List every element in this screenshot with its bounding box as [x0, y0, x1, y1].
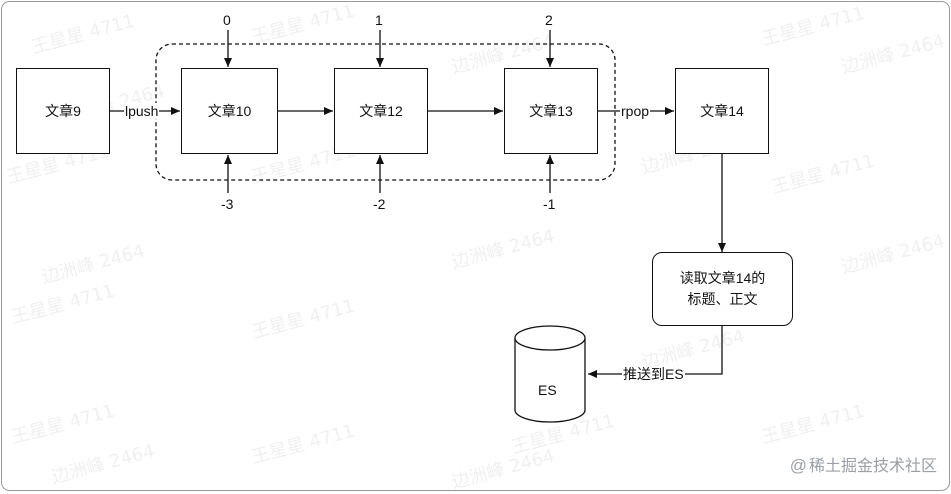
- brand-text: 稀土掘金技术社区: [808, 458, 937, 475]
- edge-label-push-es: 推送到ES: [622, 366, 685, 382]
- node-article-13: 文章13: [504, 68, 598, 154]
- edge-label-rpop: rpop: [620, 103, 651, 119]
- index-top-2: 2: [545, 12, 553, 28]
- node-read-process: 读取文章14的 标题、正文: [652, 252, 793, 326]
- list-boundary: [155, 43, 616, 181]
- index-top-1: 1: [375, 12, 383, 28]
- node-article-9: 文章9: [16, 68, 110, 154]
- edge-label-lpush: lpush: [124, 103, 160, 119]
- index-bottom-neg1: -1: [543, 196, 556, 212]
- node-article-12: 文章12: [334, 68, 428, 154]
- index-bottom-neg2: -2: [373, 196, 386, 212]
- es-database-shape: [514, 325, 586, 423]
- process-line-1: 读取文章14的: [679, 270, 766, 286]
- brand-watermark: @稀土掘金技术社区: [790, 452, 937, 476]
- node-article-10: 文章10: [181, 68, 278, 154]
- node-article-14: 文章14: [675, 68, 769, 154]
- node-es-label: ES: [538, 382, 557, 398]
- index-bottom-neg3: -3: [221, 196, 234, 212]
- process-line-2: 标题、正文: [687, 291, 758, 307]
- index-top-0: 0: [223, 12, 231, 28]
- at-icon: @: [789, 456, 807, 475]
